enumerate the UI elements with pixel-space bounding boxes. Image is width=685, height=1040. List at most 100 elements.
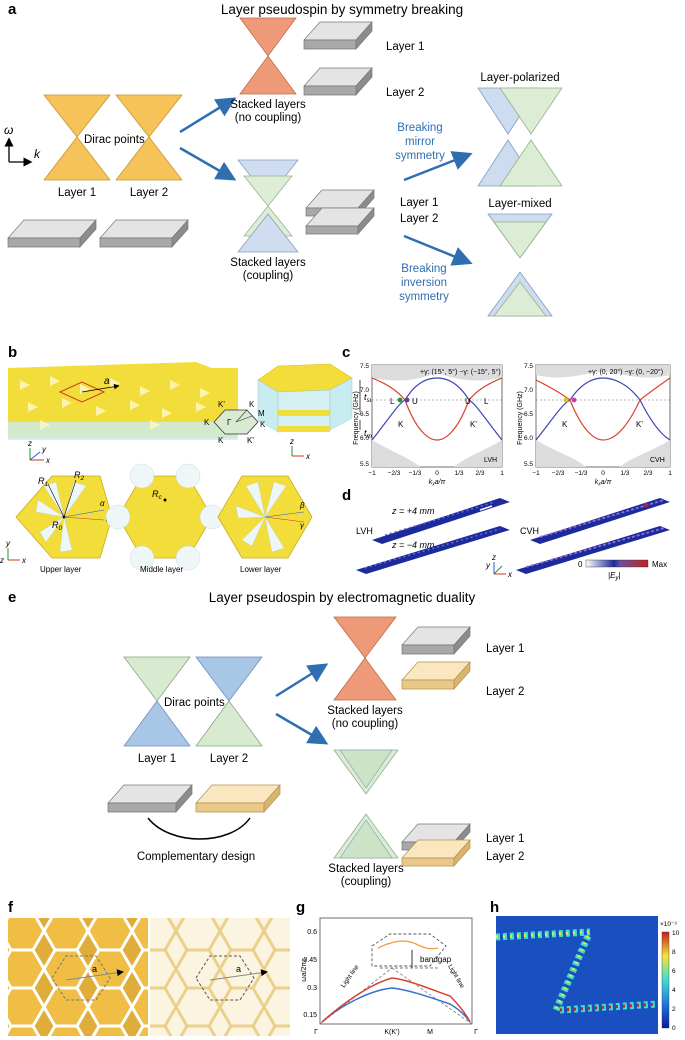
g-ytick-0: 0.6 [307,929,317,936]
panel-g: g bandgap Light line Light line 0.6 0.45… [296,899,478,1036]
h-cbtick-1: 8 [672,949,676,956]
cvh-ytick-2: 6.5 [524,411,533,418]
breaking-inversion-line2: inversion [401,277,447,289]
lvh-xtick-1: −2/3 [388,470,401,477]
bz-k-right: K [260,420,266,429]
cvh-ytick-3: 6.0 [524,435,533,442]
cvh-K-left: K [562,420,568,429]
slab-gray-e [107,784,193,813]
arrow-to-coupling-a [179,146,237,181]
lvh-xlabel: kxa/π [429,479,446,488]
brillouin-zone: K' K M Γ K K K K' [204,400,266,445]
stacked-no-coupling-e-line1: Stacked layers [327,705,403,717]
unit-cell-outline-f-right [195,955,255,1001]
slab-stack-e [401,823,471,867]
stacked-coupling-a-line2: (coupling) [243,270,294,282]
top-layer1-label-e: Layer 1 [486,643,524,655]
bz-gamma: Γ [227,418,232,427]
arrow-to-no-coupling-e [275,663,329,698]
honeycomb-complementary-layer [150,918,290,1036]
axes-b-hex: y x z [0,539,27,565]
panel-a-letter: a [8,1,17,18]
top-layer2-label-a: Layer 2 [386,87,424,99]
h-cbtick-2: 6 [672,968,676,975]
panel-e-title: Layer pseudospin by electromagnetic dual… [209,590,476,605]
layer2-label-a: Layer 2 [130,187,168,199]
cone-no-coupling-a [239,17,297,95]
layer-mixed-label: Layer-mixed [488,198,551,210]
g-xtick-3: Γ [474,1029,478,1036]
lvh-xtick-6: 1 [500,470,504,477]
band-plot-cvh: K K' +γ: (0, 20°) −γ: (0, −20°) CVH 7.5 … [517,363,672,488]
field-strip-cvh-bottom [516,526,670,574]
stacked-coupling-e-line2: (coupling) [341,876,392,888]
bz-k-left: K [204,418,210,427]
axis-x-b1: x [45,456,51,465]
lvh-legend: +γ: (15°, 5°) −γ: (−15°, 5°) [420,368,501,376]
stacked-coupling-a-line1: Stacked layers [230,257,306,269]
cvh-xtick-0: −1 [532,470,540,477]
arrow-to-no-coupling-a [179,97,237,134]
layer2-label-e: Layer 2 [210,753,248,765]
panel-h: h ×10⁻³ 10 8 6 4 2 0 [490,899,680,1034]
panel-c: c L U U L K K' +γ: (15°, 5°) −γ: (−15°, … [342,344,672,488]
dirac-points-label-a: Dirac points [84,134,145,146]
arrow-mirror-breaking [403,151,473,182]
g-ylabel: ωa/2πc [301,958,308,982]
hex-lower-layer: β γ [217,475,313,559]
colorbar-d: 0 Max |Ey| [578,559,667,582]
breaking-mirror-line3: symmetry [395,150,445,162]
layer1-label-e: Layer 1 [138,753,176,765]
lvh-xtick-3: 0 [435,470,439,477]
g-xtick-2: M [427,1029,433,1036]
cone-coupling-a [237,159,299,253]
r1-label: R1 [38,476,49,488]
breaking-mirror-line2: mirror [405,136,435,148]
lattice-arrow-f-left [65,969,124,981]
lattice-a-label: a [104,376,110,387]
cvh-xtick-5: 2/3 [643,470,652,477]
panel-a-title: Layer pseudospin by symmetry breaking [221,2,463,17]
axis-z-d: z [491,553,496,562]
dirac-cone-layer2 [115,94,183,181]
cone-coupling-e [333,749,399,859]
axis-y-d: y [485,561,491,570]
panel-e-letter: e [8,589,16,606]
dirac-cone-layer1-e [123,656,191,747]
cvh-d-label: CVH [520,526,539,536]
bz-k-bottom: K [218,436,224,445]
honeycomb-metal-layer [8,918,148,1036]
z-bottom-label: z = −4 mm [391,540,435,550]
slab-layer1-a [7,219,97,248]
hex-upper-layer: R1 R2 R0 α β [15,470,113,559]
g-ytick-1: 0.45 [303,957,317,964]
cvh-xtick-3: 0 [601,470,605,477]
cvh-legend: +γ: (0, 20°) −γ: (0, −20°) [588,368,663,376]
stacked-no-coupling-a-line2: (no coupling) [235,112,302,124]
complementary-bracket [147,817,251,840]
h-cbtick-5: 0 [672,1025,676,1032]
dirac-points-label-e: Dirac points [164,697,225,709]
lvh-xtick-5: 2/3 [475,470,484,477]
alpha-label: α [100,499,105,508]
lower-layer-label: Lower layer [240,565,282,574]
breaking-inversion-line3: symmetry [399,291,449,303]
g-ytick-2: 0.3 [307,985,317,992]
axis-y-b3: y [5,539,11,548]
lvh-L-left: L [390,397,395,406]
h-cbtick-4: 2 [672,1006,676,1013]
panel-d-letter: d [342,487,351,504]
cvh-ytick-4: 5.5 [524,461,533,468]
axis-z-b1: z [27,439,32,448]
bot-layer1-label-e: Layer 1 [486,833,524,845]
cvh-K-right: K' [636,420,643,429]
lvh-ytick-4: 5.5 [360,461,369,468]
field-strip-lvh-bottom [356,526,510,574]
mid-layer2-label-a: Layer 2 [400,213,438,225]
lvh-xtick-4: 1/3 [454,470,463,477]
bandgap-label: bandgap [420,955,452,964]
cb-label: |Ey| [608,571,621,582]
cone-no-coupling-e [333,616,397,701]
cone-layer-mixed [487,213,553,317]
